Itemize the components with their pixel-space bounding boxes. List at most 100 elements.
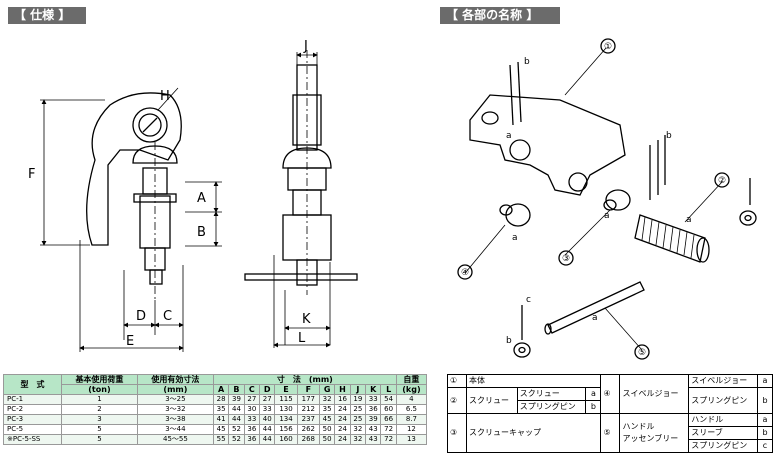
table-row: PC-5 5 3～44 45 52 36 44 156 262 50 24 32… (3, 424, 428, 435)
header-dim-col: F (296, 384, 320, 395)
cell-range: 3～32 (136, 404, 214, 415)
callout-1: ① (604, 42, 612, 52)
header-range-unit: (mm) (136, 384, 214, 395)
cell-dim: 160 (274, 434, 298, 445)
cell-dim: 25 (349, 414, 367, 425)
cell-dim: 41 (212, 414, 230, 425)
part-name: スクリューキャップ (465, 413, 602, 453)
cell-load: 3 (60, 414, 138, 425)
cell-dim: 36 (243, 434, 261, 445)
dim-label-c: C (163, 309, 172, 324)
header-model: 型 式 (3, 374, 62, 395)
part-name: 本体 (465, 374, 602, 388)
sub-part-code: a (757, 413, 773, 427)
sub-part-name: ハンドル (688, 413, 758, 427)
cell-dim: 32 (349, 434, 367, 445)
cell-load: 1 (60, 394, 138, 405)
dim-label-h: H (160, 89, 170, 104)
cell-dim: 177 (296, 394, 320, 405)
cell-weight: 12 (395, 424, 428, 435)
cell-dim: 27 (259, 394, 276, 405)
cell-dim: 43 (365, 424, 382, 435)
cell-load: 5 (60, 424, 138, 435)
cell-dim: 25 (349, 404, 367, 415)
drawings: H F A B D C E J K L ① ② ③ ④ ⑤ a b a b a … (28, 38, 757, 360)
table-row: PC-3 3 3～38 41 44 33 40 134 237 45 24 25… (3, 414, 428, 425)
cell-dim: 115 (274, 394, 298, 405)
cell-range: 3～25 (136, 394, 214, 405)
cell-dim: 36 (365, 404, 382, 415)
sub-part-code: b (585, 400, 602, 414)
cell-model: PC-5 (3, 424, 62, 435)
cell-dim: 32 (318, 394, 336, 405)
exploded-view-drawing (457, 38, 757, 360)
sub-part-code: a (757, 374, 773, 388)
callout-1b: b (524, 57, 530, 67)
parts-header: 【 各部の名称 】 (440, 7, 560, 24)
header-dim-col: H (334, 384, 351, 395)
table-row: ① 本体 ④ スイベルジョー スイベルジョー a (447, 374, 773, 414)
cell-dim: 39 (228, 394, 245, 405)
cell-dim: 156 (274, 424, 298, 435)
cell-dim: 72 (380, 434, 397, 445)
part-name: ハンドルアッセンブリー (619, 413, 690, 453)
cell-dim: 55 (212, 434, 230, 445)
table-row: ※PC-5-SS 5 45～55 55 52 36 44 160 268 50 … (3, 434, 428, 445)
cell-dim: 44 (259, 424, 276, 435)
header-weight-unit: (kg) (395, 384, 428, 395)
cell-dim: 44 (228, 404, 245, 415)
cell-model: ※PC-5-SS (3, 434, 62, 445)
sub-part-code: b (757, 426, 773, 440)
cell-dim: 212 (296, 404, 320, 415)
callout-2b: b (666, 131, 672, 141)
sub-part-code: c (757, 439, 773, 453)
cell-dim: 35 (212, 404, 230, 415)
part-number: ④ (600, 374, 621, 414)
cell-dim: 130 (274, 404, 298, 415)
sub-part-code: b (757, 387, 773, 414)
cell-load: 2 (60, 404, 138, 415)
sub-part-name: スクリュー (516, 387, 587, 401)
header-dim-col: C (243, 384, 261, 395)
sub-part-code: a (585, 387, 602, 401)
cell-weight: 13 (395, 434, 428, 445)
dim-label-l: L (298, 331, 306, 346)
table-row: ③ スクリューキャップ ⑤ ハンドルアッセンブリー ハンドル a (447, 413, 773, 453)
cell-model: PC-3 (3, 414, 62, 425)
front-view-drawing (86, 92, 182, 300)
part-number: ② (447, 387, 467, 414)
cell-dim: 60 (380, 404, 397, 415)
cell-weight: 8.7 (395, 414, 428, 425)
callout-5: ⑤ (638, 348, 646, 358)
callout-5c: c (526, 295, 531, 305)
header-dim-col: E (274, 384, 298, 395)
cell-dim: 39 (365, 414, 382, 425)
cell-dim: 268 (296, 434, 320, 445)
cell-dim: 134 (274, 414, 298, 425)
header-dim-col: B (228, 384, 245, 395)
cell-model: PC-1 (3, 394, 62, 405)
cell-dim: 72 (380, 424, 397, 435)
cell-range: 3～38 (136, 414, 214, 425)
header-dims: 寸 法 (mm) (212, 374, 397, 385)
cell-model: PC-2 (3, 404, 62, 415)
part-name: スクリュー (466, 387, 518, 414)
cell-dim: 16 (334, 394, 351, 405)
cell-dim: 33 (365, 394, 382, 405)
cell-dim: 30 (243, 404, 261, 415)
cell-dim: 44 (228, 414, 245, 425)
dim-label-d: D (136, 309, 146, 324)
cell-range: 3～44 (136, 424, 214, 435)
part-number: ③ (447, 413, 467, 453)
cell-dim: 19 (349, 394, 367, 405)
table-row: ② スクリュー スクリュー a スプリングピン b (447, 387, 773, 414)
spec-header: 【 仕様 】 (8, 7, 86, 24)
cell-weight: 6.5 (395, 404, 428, 415)
callout-4: ④ (461, 268, 469, 278)
cell-range: 45～55 (136, 434, 214, 445)
sub-part-name: スプリングピン (516, 400, 587, 414)
part-number: ① (447, 374, 467, 388)
callout-3a: a (604, 211, 610, 221)
cell-dim: 52 (228, 424, 245, 435)
cell-load: 5 (60, 434, 138, 445)
